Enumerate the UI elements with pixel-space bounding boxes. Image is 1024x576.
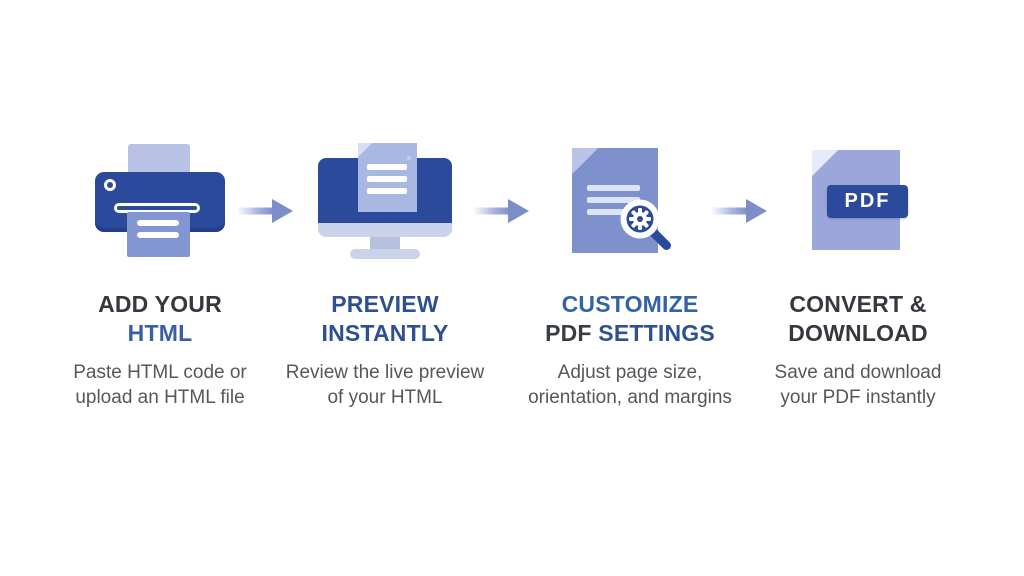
gear-icon (629, 208, 651, 230)
step-desc-line: Review the live preview (285, 362, 485, 383)
printer-icon (45, 142, 275, 267)
process-step-preview: PREVIEW INSTANTLY Review the live preview… (270, 142, 500, 410)
document-text-line (367, 164, 407, 170)
monitor-base-icon (350, 249, 420, 259)
document-magnifier-settings-icon (515, 142, 745, 267)
page-text-line (137, 220, 179, 226)
step-title-line: CONVERT & (789, 291, 927, 317)
step-title-line: ADD YOUR (98, 291, 222, 317)
process-step-convert-download: PDF CONVERT & DOWNLOAD Save and download y… (743, 142, 973, 410)
step-title-line: HTML (127, 320, 193, 346)
document-text-line (587, 209, 628, 215)
step-title-line: DOWNLOAD (788, 320, 928, 346)
step-title-line: INSTANTLY (321, 320, 449, 346)
step-title: CUSTOMIZE PDF SETTINGS (515, 290, 745, 348)
pdf-file-icon: PDF (743, 142, 973, 267)
step-desc-line: Save and download (774, 362, 942, 383)
arrow-right-icon (238, 199, 293, 223)
document-dot (407, 156, 411, 160)
step-desc-line: upload an HTML file (75, 387, 245, 408)
step-description: Adjust page size, orientation, and margin… (515, 360, 745, 410)
monitor-bezel-icon (318, 223, 452, 237)
step-desc-line: of your HTML (327, 387, 443, 408)
printer-indicator-light-icon (104, 179, 116, 191)
step-desc-line: orientation, and margins (528, 387, 732, 408)
step-title: CONVERT & DOWNLOAD (743, 290, 973, 348)
printer-paper-tray-icon (128, 144, 190, 174)
page-text-line (137, 232, 179, 238)
printer-output-slot-icon (114, 203, 200, 213)
step-title: ADD YOUR HTML (45, 290, 275, 348)
step-title-line: CUSTOMIZE (561, 291, 699, 317)
step-description: Paste HTML code or upload an HTML file (45, 360, 275, 410)
step-desc-line: your PDF instantly (780, 387, 936, 408)
step-title: PREVIEW INSTANTLY (270, 290, 500, 348)
pdf-badge: PDF (827, 185, 908, 218)
step-desc-line: Adjust page size, (557, 362, 703, 383)
document-text-line (367, 176, 407, 182)
arrow-right-icon (712, 199, 767, 223)
document-text-line (587, 197, 640, 203)
step-title-line: PDF SETTINGS (545, 320, 715, 346)
process-step-customize: CUSTOMIZE PDF SETTINGS Adjust page size, o… (515, 142, 745, 410)
document-text-line (367, 188, 407, 194)
magnifier-gear-icon (620, 199, 671, 250)
monitor-stand-icon (370, 237, 400, 251)
step-title-line: PREVIEW (331, 291, 439, 317)
step-description: Save and download your PDF instantly (743, 360, 973, 410)
arrow-right-icon (474, 199, 529, 223)
document-icon (358, 143, 417, 212)
monitor-preview-icon (270, 142, 500, 267)
document-text-line (587, 185, 640, 191)
printer-printed-page-icon (127, 212, 190, 257)
step-description: Review the live preview of your HTML (270, 360, 500, 410)
process-step-add-html: ADD YOUR HTML Paste HTML code or upload an… (45, 142, 275, 410)
step-desc-line: Paste HTML code or (73, 362, 247, 383)
